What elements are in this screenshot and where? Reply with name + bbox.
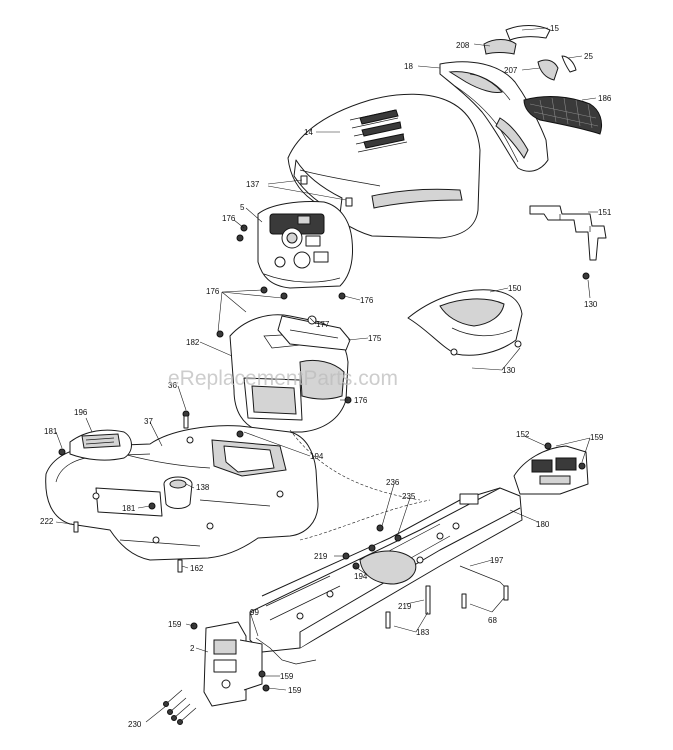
callout-5: 5 — [240, 203, 245, 212]
callout-222: 222 — [40, 517, 54, 526]
callout-176-c: 176 — [206, 287, 220, 296]
callout-208: 208 — [456, 41, 470, 50]
hood-tray-part — [407, 289, 523, 356]
headlight-lens-part — [483, 25, 577, 81]
rod-part — [255, 429, 431, 665]
rear-plate-part — [203, 621, 263, 707]
callout-219-a: 219 — [314, 552, 328, 561]
callout-2: 2 — [190, 644, 195, 653]
grille-mesh-part — [523, 96, 603, 135]
callout-18: 18 — [404, 62, 413, 71]
callout-176-b: 176 — [360, 296, 374, 305]
callout-183: 183 — [416, 628, 430, 637]
callout-177: 177 — [316, 320, 330, 329]
dash-panel-part — [257, 201, 353, 289]
leader-lines — [55, 27, 598, 723]
callout-159-d: 159 — [288, 686, 302, 695]
callout-25: 25 — [584, 52, 593, 61]
callout-180: 180 — [536, 520, 550, 529]
callout-186: 186 — [598, 94, 612, 103]
callout-194-b: 194 — [354, 572, 368, 581]
callout-162: 162 — [190, 564, 204, 573]
callout-181-a: 181 — [44, 427, 58, 436]
watermark-text: eReplacementParts.com — [168, 367, 398, 390]
frame-part — [249, 487, 523, 653]
callout-176-d: 176 — [354, 396, 368, 405]
callout-181-b: 181 — [122, 504, 136, 513]
bracket-part — [529, 205, 607, 261]
callout-99: 99 — [250, 608, 259, 617]
callout-68: 68 — [488, 616, 497, 625]
callout-182: 182 — [186, 338, 200, 347]
callout-236: 236 — [386, 478, 400, 487]
callout-labels: 15 208 25 207 18 186 14 137 5 176 151 17… — [40, 24, 612, 729]
callout-196: 196 — [74, 408, 88, 417]
callout-15: 15 — [550, 24, 559, 33]
callout-137: 137 — [246, 180, 260, 189]
hardware-fasteners — [58, 224, 590, 725]
callout-194-a: 194 — [310, 452, 324, 461]
callout-36: 36 — [168, 381, 177, 390]
grille-housing-part — [439, 61, 549, 172]
callout-176-a: 176 — [222, 214, 236, 223]
callout-151: 151 — [598, 208, 612, 217]
callout-159-a: 159 — [590, 433, 604, 442]
front-bracket-part — [513, 445, 589, 495]
callout-138: 138 — [196, 483, 210, 492]
callout-150: 150 — [508, 284, 522, 293]
link-rod-part — [459, 565, 509, 609]
callout-37: 37 — [144, 417, 153, 426]
fuel-cap-part — [69, 429, 132, 461]
callout-219-b: 219 — [398, 602, 412, 611]
callout-14: 14 — [304, 128, 313, 137]
callout-175: 175 — [368, 334, 382, 343]
callout-152: 152 — [516, 430, 530, 439]
callout-230: 230 — [128, 720, 142, 729]
callout-235: 235 — [402, 492, 416, 501]
filler-neck-part — [163, 476, 193, 509]
callout-130-a: 130 — [584, 300, 598, 309]
callout-130-b: 130 — [502, 366, 516, 375]
callout-197: 197 — [490, 556, 504, 565]
callout-207: 207 — [504, 66, 518, 75]
hood-part — [287, 93, 481, 239]
callout-159-b: 159 — [168, 620, 182, 629]
callout-159-c: 159 — [280, 672, 294, 681]
